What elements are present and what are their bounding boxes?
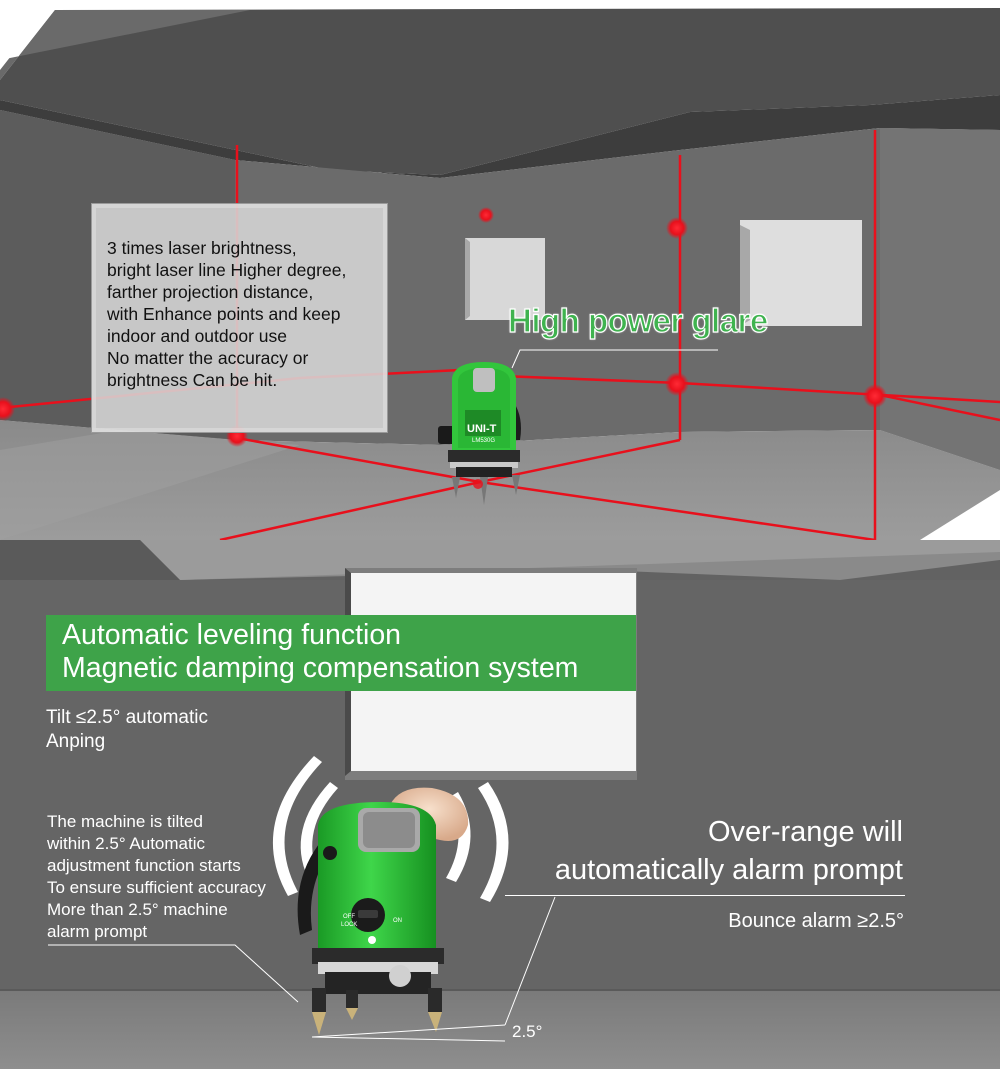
banner-line-1: Automatic leveling function (62, 619, 402, 651)
bounce-alarm-text: Bounce alarm ≥2.5° (728, 910, 904, 932)
device-brand-label: UNI-T (467, 423, 497, 435)
high-power-glare-headline: High power glare (507, 301, 768, 339)
tilt-line-2: Anping (46, 731, 106, 752)
banner-line-2: Magnetic damping compensation system (62, 652, 579, 684)
switch-lock-label: LOCK (341, 922, 357, 928)
overrange-line-2: automatically alarm prompt (554, 854, 903, 886)
leveling-illustration: OFF LOCK ON (0, 540, 1000, 1069)
switch-on-label: ON (393, 918, 402, 924)
room-laser-scene: UNI-T LM530G 3 times laser brightness, b… (0, 8, 1000, 540)
device-model-label: LM530G (472, 438, 495, 444)
angle-label: 2.5° (512, 1022, 543, 1041)
overrange-line-1: Over-range will (708, 816, 903, 848)
tilt-description: The machine is tilted within 2.5° Automa… (47, 812, 266, 941)
overrange-underline (505, 895, 905, 896)
brightness-info-box: 3 times laser brightness, bright laser l… (91, 203, 388, 433)
laser-level-device: UNI-T LM530G (438, 362, 521, 505)
tilt-line-1: Tilt ≤2.5° automatic (46, 707, 208, 728)
angle-indicator-lines (48, 896, 556, 1042)
switch-off-label: OFF (343, 914, 355, 920)
auto-leveling-banner: Automatic leveling function Magnetic dam… (46, 615, 636, 691)
leveling-scene: OFF LOCK ON (0, 540, 1000, 1069)
brightness-info-text: 3 times laser brightness, bright laser l… (107, 238, 347, 390)
